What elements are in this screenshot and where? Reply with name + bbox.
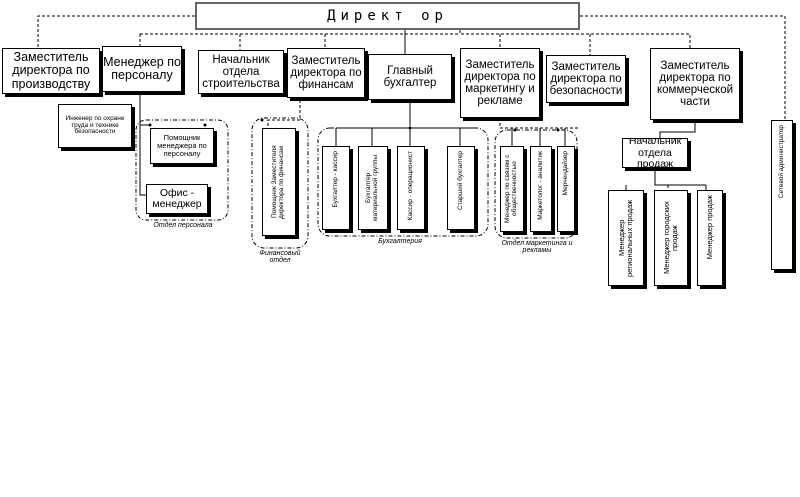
deputy-security-box: Заместитель директора по безопасности xyxy=(546,55,626,103)
sales-manager-box: Менеджер продаж xyxy=(697,190,723,286)
merchandiser-box: Мерчендайзер xyxy=(557,146,575,232)
deputy-production-label: Заместитель директора по производству xyxy=(11,50,91,91)
sales-head-label: Начальник отдела продаж xyxy=(628,138,682,168)
cashier-operator-label: Кассир - операционист xyxy=(406,151,414,221)
director-box: Директ ор xyxy=(195,2,580,30)
cashier-accountant-label: Бухгалтер - кассир xyxy=(331,151,339,208)
safety-engineer-box: Инженер по охране труда и технике безопа… xyxy=(58,104,132,148)
finance-department-label: Финансовый отдел xyxy=(259,250,301,265)
deputy-marketing-box: Заместитель директора по маркетингу и ре… xyxy=(460,48,540,118)
deputy-finance-box: Заместитель директора по финансам xyxy=(287,48,365,98)
materials-accountant-label: Бухгалтер материальной группы xyxy=(365,155,379,222)
office-manager-box: Офис - менеджер xyxy=(146,184,208,214)
sales-manager-label: Менеджер продаж xyxy=(705,195,715,260)
chief-accountant-label: Главный бухгалтер xyxy=(383,64,437,89)
accounting-label: Бухгалтерия xyxy=(378,238,422,245)
materials-accountant-box: Бухгалтер материальной группы xyxy=(358,146,388,230)
network-admin-label: Сетевой администратор xyxy=(777,125,785,199)
deputy-finance-label: Заместитель директора по финансам xyxy=(290,54,362,92)
city-sales-box: Менеджер городских продаж xyxy=(654,190,688,286)
hr-department-label: Отдел персонала xyxy=(153,222,213,229)
pr-manager-box: Менеджер по связям с общественностью xyxy=(500,146,524,232)
marketing-department-label: Отдел маркетинга и рекламы xyxy=(501,240,573,255)
regional-sales-box: Менеджер региональных продаж xyxy=(608,190,644,286)
deputy-commercial-label: Заместитель директора по коммерческой ча… xyxy=(656,59,734,109)
deputy-commercial-box: Заместитель директора по коммерческой ча… xyxy=(650,48,740,120)
finance-assistant-label: Помощник Заместителя директора по финанс… xyxy=(271,145,285,219)
construction-head-box: Начальник отдела строительства xyxy=(198,50,284,94)
chief-accountant-box: Главный бухгалтер xyxy=(368,54,452,100)
senior-accountant-box: Старший бухгалтер xyxy=(447,146,475,230)
analyst-label: Маркетолог - аналитик xyxy=(536,151,544,220)
hr-assistant-box: Помощник менеджера по персоналу xyxy=(150,128,214,164)
construction-head-label: Начальник отдела строительства xyxy=(202,53,280,91)
safety-engineer-label: Инженер по охране труда и технике безопа… xyxy=(65,114,125,136)
finance-assistant-box: Помощник Заместителя директора по финанс… xyxy=(262,128,296,236)
hr-manager-label: Менеджер по персоналу xyxy=(103,54,181,82)
senior-accountant-label: Старший бухгалтер xyxy=(456,151,464,210)
office-manager-label: Офис - менеджер xyxy=(152,186,202,210)
sales-head-box: Начальник отдела продаж xyxy=(622,138,688,168)
network-admin-box: Сетевой администратор xyxy=(771,120,793,270)
analyst-box: Маркетолог - аналитик xyxy=(530,146,552,232)
deputy-production-box: Заместитель директора по производству xyxy=(2,48,100,94)
hr-assistant-label: Помощник менеджера по персоналу xyxy=(157,133,207,158)
cashier-accountant-box: Бухгалтер - кассир xyxy=(322,146,350,230)
deputy-marketing-label: Заместитель директора по маркетингу и ре… xyxy=(464,58,536,108)
pr-manager-label: Менеджер по связям с общественностью xyxy=(504,154,518,224)
cashier-operator-box: Кассир - операционист xyxy=(397,146,425,230)
merchandiser-label: Мерчендайзер xyxy=(561,151,569,196)
deputy-security-label: Заместитель директора по безопасности xyxy=(549,60,623,98)
hr-manager-box: Менеджер по персоналу xyxy=(102,46,182,92)
director-title: Директ ор xyxy=(327,7,448,24)
city-sales-label: Менеджер городских продаж xyxy=(662,201,679,275)
regional-sales-label: Менеджер региональных продаж xyxy=(617,199,634,277)
